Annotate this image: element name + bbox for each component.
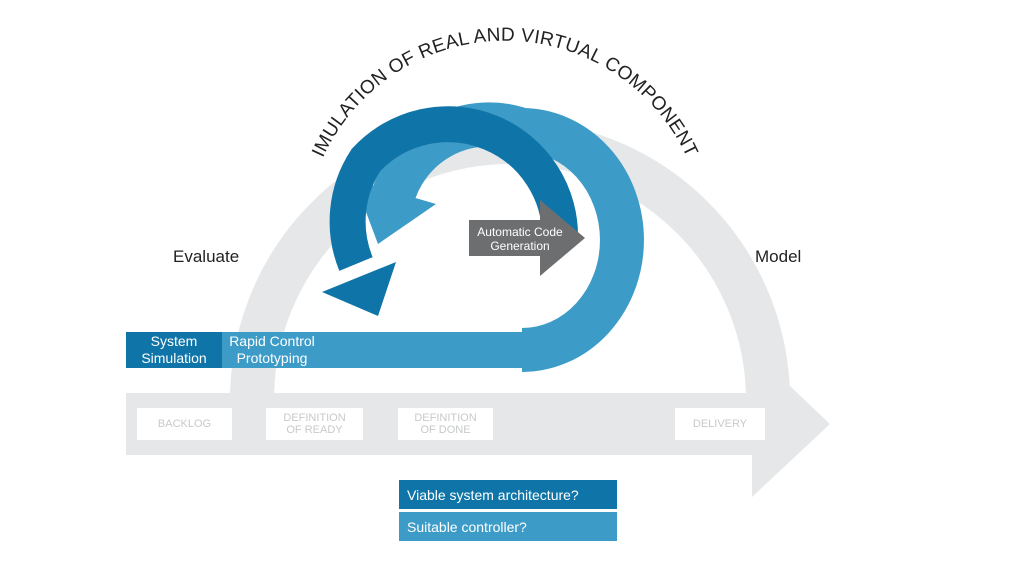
phase-backlog: BACKLOG — [137, 408, 232, 440]
phase-backlog-line1: BACKLOG — [157, 418, 212, 430]
dark-blue-loop — [329, 106, 579, 271]
system-simulation-band — [126, 332, 222, 368]
phase-delivery: DELIVERY — [675, 408, 765, 440]
phase-definition-of-ready: DEFINITION OF READY — [266, 408, 363, 440]
dark-blue-arrowhead — [322, 262, 396, 316]
model-label: Model — [755, 247, 802, 266]
question-architecture: Viable system architecture? — [399, 480, 617, 509]
phase-ready-line1: DEFINITION — [283, 412, 346, 424]
code-generation-label: Automatic Code Generation — [466, 225, 574, 253]
system-simulation-line2: Simulation — [141, 350, 207, 366]
system-simulation-line1: System — [150, 333, 198, 349]
question-controller: Suitable controller? — [399, 512, 617, 541]
rapid-control-line1: Rapid Control — [229, 333, 315, 349]
system-simulation-label: System Simulation — [126, 333, 222, 367]
evaluate-label: Evaluate — [173, 247, 240, 266]
code-generation-line2: Generation — [490, 239, 550, 253]
code-generation-line1: Automatic Code — [477, 225, 563, 239]
code-generation-arrow — [469, 200, 585, 276]
light-blue-arrowhead — [354, 180, 436, 244]
rapid-control-line2: Prototyping — [236, 350, 308, 366]
phase-done-line1: DEFINITION — [414, 412, 477, 424]
rapid-control-label: Rapid Control Prototyping — [222, 333, 322, 367]
phase-done-line2: OF DONE — [420, 424, 471, 436]
phase-definition-of-done: DEFINITION OF DONE — [398, 408, 493, 440]
phase-ready-line2: OF READY — [286, 424, 343, 436]
phase-delivery-line1: DELIVERY — [692, 418, 748, 430]
rapid-control-band — [222, 332, 522, 368]
